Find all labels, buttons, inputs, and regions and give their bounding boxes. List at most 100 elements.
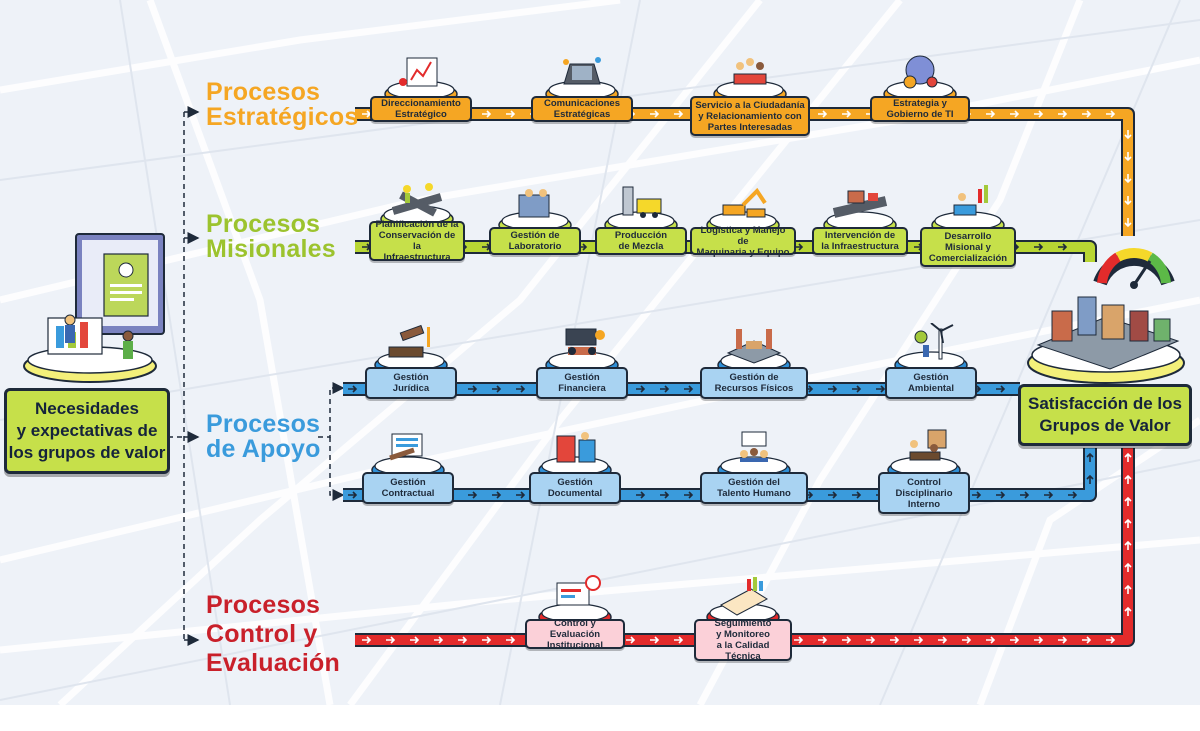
control-arrow xyxy=(362,636,372,644)
apoyo-1-arrow xyxy=(492,385,502,393)
apoyo-2-arrow xyxy=(972,491,982,499)
control-arrow xyxy=(1124,540,1132,550)
process-label-juridica: Gestión Jurídica xyxy=(365,367,457,399)
process-label-mezcla: Producción de Mezcla xyxy=(595,227,687,255)
gavel-icon xyxy=(371,323,451,377)
process-label-servicio: Servicio a la Ciudadanía y Relacionamien… xyxy=(690,96,810,136)
apoyo-1-arrow xyxy=(468,385,478,393)
apoyo-2-arrow xyxy=(1086,452,1094,462)
apoyo-1-arrow xyxy=(684,385,694,393)
apoyo-2-arrow xyxy=(660,491,670,499)
estrategicos-title-line2: Estratégicos xyxy=(206,103,359,131)
process-label-control-evaluacion: Control y Evaluación Institucional xyxy=(525,618,625,651)
apoyo-1-arrow xyxy=(348,385,358,393)
apoyo-2-arrow xyxy=(1086,474,1094,484)
estrategicos-arrow xyxy=(1124,130,1132,140)
control-arrow xyxy=(962,636,972,644)
process-label-disciplinario: Control Disciplinario Interno xyxy=(878,472,970,514)
misionales-arrow xyxy=(1058,243,1068,251)
control-arrow xyxy=(842,636,852,644)
necesidades-box: Necesidades y expectativas de los grupos… xyxy=(4,388,170,474)
process-label-estrategia-ti: Estrategia y Gobierno de TI xyxy=(870,96,970,122)
misionales-arrow xyxy=(1034,243,1044,251)
chart-analysis-icon xyxy=(381,52,461,106)
control-arrow xyxy=(626,636,636,644)
apoyo-2-arrow xyxy=(828,491,838,499)
apoyo-2-arrow xyxy=(684,491,694,499)
control-arrow xyxy=(1034,636,1044,644)
control-arrow xyxy=(1124,606,1132,616)
satisfaccion-box: Satisfacción de los Grupos de Valor xyxy=(1018,384,1192,446)
apoyo-1-arrow xyxy=(636,385,646,393)
control-title-line3: Evaluación xyxy=(206,648,340,677)
control-arrow xyxy=(434,636,444,644)
apoyo-1-arrow xyxy=(660,385,670,393)
estrategicos-arrow xyxy=(1082,110,1092,118)
apoyo-2-arrow xyxy=(636,491,646,499)
apoyo-2-arrow xyxy=(1044,491,1054,499)
apoyo-2-arrow xyxy=(468,491,478,499)
apoyo-2-arrow xyxy=(996,491,1006,499)
apoyo-1-arrow xyxy=(876,385,886,393)
control-title: Procesos Control y Evaluación xyxy=(206,591,340,677)
process-label-desarrollo: Desarrollo Misional y Comercialización xyxy=(920,227,1016,267)
control-arrow xyxy=(674,636,684,644)
control-arrow xyxy=(794,636,804,644)
estrategicos-arrow xyxy=(1010,110,1020,118)
estrategicos-arrow xyxy=(842,110,852,118)
estrategicos-arrow xyxy=(986,110,996,118)
control-arrow xyxy=(818,636,828,644)
control-title-line2: Control y xyxy=(206,619,318,648)
estrategicos-arrow xyxy=(1124,174,1132,184)
control-arrow xyxy=(1010,636,1020,644)
control-arrow xyxy=(866,636,876,644)
estrategicos-arrow xyxy=(1124,196,1132,206)
apoyo-1-arrow xyxy=(516,385,526,393)
apoyo-2-arrow xyxy=(348,491,358,499)
control-arrow xyxy=(1124,496,1132,506)
control-arrow xyxy=(1124,518,1132,528)
apoyo-1-arrow xyxy=(996,385,1006,393)
dashed-connectors xyxy=(168,106,345,646)
control-arrow xyxy=(482,636,492,644)
apoyo-2-arrow xyxy=(852,491,862,499)
apoyo-1-arrow xyxy=(828,385,838,393)
misionales-title: Procesos Misionales xyxy=(206,212,336,262)
control-arrow xyxy=(1124,452,1132,462)
city-gauge-icon xyxy=(1027,248,1185,384)
control-arrow xyxy=(914,636,924,644)
process-label-intervencion: Intervención de la Infraestructura xyxy=(812,227,908,255)
estrategicos-arrow xyxy=(674,110,684,118)
control-title-line1: Procesos xyxy=(206,591,321,619)
control-arrow xyxy=(410,636,420,644)
process-label-contractual: Gestión Contractual xyxy=(362,472,454,504)
estrategicos-title: Procesos Estratégicos xyxy=(206,80,358,130)
process-label-laboratorio: Gestión de Laboratorio xyxy=(489,227,581,255)
misionales-title-line1: Procesos xyxy=(206,210,321,238)
apoyo-2-arrow xyxy=(516,491,526,499)
control-arrow xyxy=(1124,474,1132,484)
control-arrow xyxy=(986,636,996,644)
estrategicos-arrow xyxy=(482,110,492,118)
estrategicos-arrow xyxy=(818,110,828,118)
control-arrow xyxy=(1106,636,1116,644)
control-arrow xyxy=(1082,636,1092,644)
process-label-comunicaciones: Comunicaciones Estratégicas xyxy=(531,96,633,122)
process-label-direccionamiento: Direccionamiento Estratégico xyxy=(370,96,472,122)
apoyo-2-arrow xyxy=(1020,491,1030,499)
apoyo-title-line2: de Apoyo xyxy=(206,435,321,463)
process-label-recursos: Gestión de Recursos Físicos xyxy=(700,367,808,399)
process-label-financiera: Gestión Financiera xyxy=(536,367,628,399)
estrategicos-arrow xyxy=(1124,218,1132,228)
apoyo-1-arrow xyxy=(852,385,862,393)
estrategicos-arrow xyxy=(650,110,660,118)
process-label-ambiental: Gestión Ambiental xyxy=(885,367,977,399)
control-arrow xyxy=(650,636,660,644)
computer-document-icon xyxy=(23,233,165,383)
process-label-talento: Gestión del Talento Humano xyxy=(700,472,808,504)
control-arrow xyxy=(506,636,516,644)
estrategicos-arrow xyxy=(1034,110,1044,118)
control-arrow xyxy=(1058,636,1068,644)
control-arrow xyxy=(458,636,468,644)
apoyo-title: Procesos de Apoyo xyxy=(206,412,321,462)
